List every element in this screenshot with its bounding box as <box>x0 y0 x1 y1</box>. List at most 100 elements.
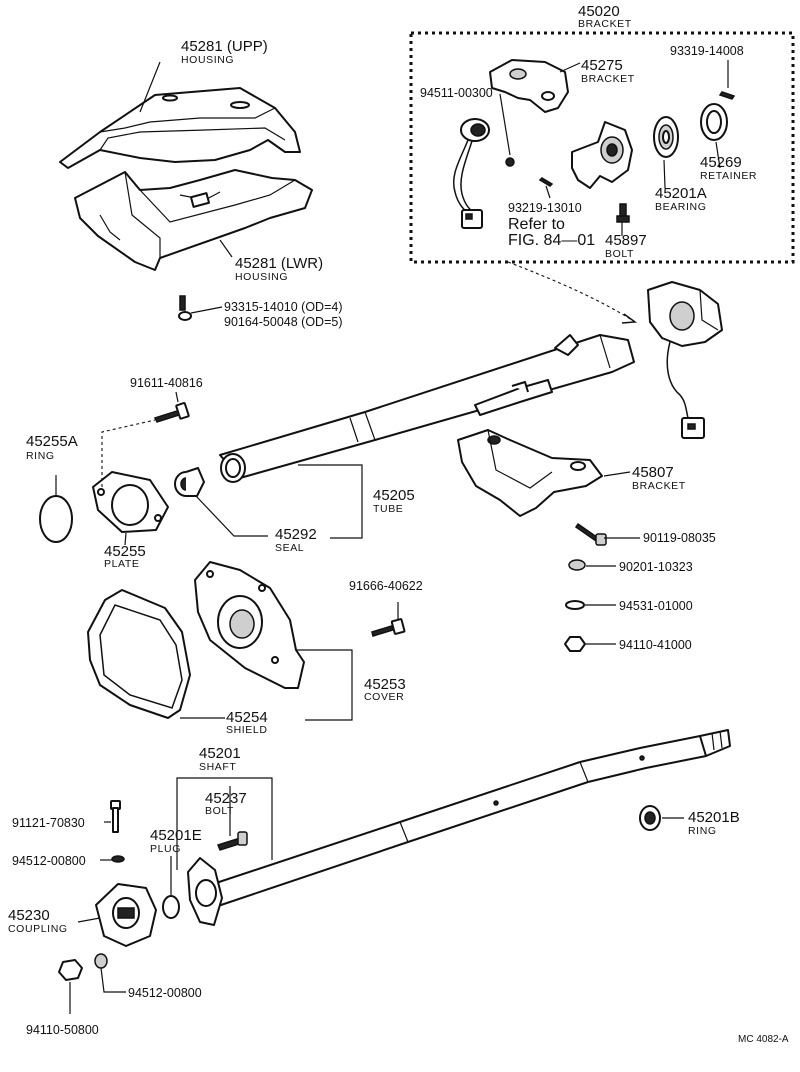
callout-45201e: 45201E PLUG <box>150 827 202 855</box>
svg-text:94110-50800: 94110-50800 <box>26 1023 99 1037</box>
upper-housing-part[interactable] <box>59 87 301 169</box>
svg-text:45201B: 45201B <box>688 809 740 826</box>
svg-text:45897: 45897 <box>605 232 647 249</box>
bolt-91666-part[interactable] <box>371 618 406 637</box>
seal-45292-part[interactable] <box>174 467 205 497</box>
svg-text:94512-00800: 94512-00800 <box>128 986 202 1000</box>
lockwasher-94531-part[interactable] <box>565 600 585 610</box>
screw-93219-part[interactable] <box>538 177 554 187</box>
callout-45281-lwr: 45281 (LWR) HOUSING <box>235 255 323 283</box>
callout-45269: 45269 RETAINER <box>700 154 757 182</box>
svg-text:93315-14010 (OD=4): 93315-14010 (OD=4) <box>224 300 342 314</box>
svg-text:BOLT: BOLT <box>605 248 634 260</box>
housing-screw-part[interactable] <box>178 295 192 321</box>
callout-94110b: 94110-50800 <box>26 1023 99 1037</box>
callout-91611: 91611-40816 <box>130 376 203 390</box>
callout-45255: 45255 PLATE <box>104 543 146 570</box>
svg-text:PLATE: PLATE <box>104 558 139 570</box>
bolt-45897-part[interactable] <box>616 203 630 223</box>
svg-text:PLUG: PLUG <box>150 843 181 855</box>
washer-94512a-part[interactable] <box>111 855 125 863</box>
bolt-90119-part[interactable] <box>574 522 607 546</box>
bolt-91121-part[interactable] <box>110 800 121 833</box>
bearing-45201a-part[interactable] <box>653 116 679 158</box>
svg-text:90164-50048 (OD=5): 90164-50048 (OD=5) <box>224 315 342 329</box>
steering-shaft-part[interactable] <box>209 729 731 907</box>
small-nut-94511-part[interactable] <box>505 157 515 167</box>
bracket-45807-part[interactable] <box>457 429 603 517</box>
svg-text:94511-00300: 94511-00300 <box>420 86 493 100</box>
svg-text:RING: RING <box>688 825 717 837</box>
callout-45255a: 45255A RING <box>26 433 78 462</box>
callout-94512b: 94512-00800 <box>128 986 202 1000</box>
svg-text:45281 (LWR): 45281 (LWR) <box>235 255 323 272</box>
svg-text:45807: 45807 <box>632 464 674 481</box>
plug-45201e-part[interactable] <box>162 895 180 919</box>
lower-housing-part[interactable] <box>74 169 313 271</box>
housing-45201-part[interactable] <box>571 121 633 189</box>
ring-45201b-part[interactable] <box>639 805 661 831</box>
svg-text:94512-00800: 94512-00800 <box>12 854 86 868</box>
svg-text:45237: 45237 <box>205 790 247 807</box>
callout-45253: 45253 COVER <box>364 676 406 703</box>
callout-91666: 91666-40622 <box>349 579 423 593</box>
svg-text:BOLT: BOLT <box>205 805 234 817</box>
callout-45807: 45807 BRACKET <box>632 464 685 492</box>
svg-text:BEARING: BEARING <box>655 201 706 213</box>
svg-text:45201A: 45201A <box>655 185 707 202</box>
callout-45254: 45254 SHIELD <box>226 709 268 736</box>
flange-part[interactable] <box>187 857 223 926</box>
callout-45020: 45020 BRACKET <box>578 3 631 30</box>
callout-93219: 93219-13010 <box>508 201 582 215</box>
svg-text:RETAINER: RETAINER <box>700 170 757 182</box>
callout-45237: 45237 BOLT <box>205 790 247 817</box>
nut-94110b-part[interactable] <box>58 959 83 981</box>
column-tube-part[interactable] <box>219 334 635 483</box>
shield-45254-part[interactable] <box>87 589 191 719</box>
svg-text:45281 (UPP): 45281 (UPP) <box>181 38 268 55</box>
bracket-45275-part[interactable] <box>489 59 569 113</box>
svg-text:FIG. 84—01: FIG. 84—01 <box>508 232 595 249</box>
callout-94512a: 94512-00800 <box>12 854 86 868</box>
svg-text:Refer to: Refer to <box>508 216 565 233</box>
svg-text:45254: 45254 <box>226 709 268 726</box>
callout-93315: 93315-14010 (OD=4) 90164-50048 (OD=5) <box>224 300 342 329</box>
callout-94511: 94511-00300 <box>420 86 493 100</box>
svg-text:91121-70830: 91121-70830 <box>12 816 85 830</box>
retainer-45269-part[interactable] <box>700 103 728 141</box>
switch-sensor-part[interactable] <box>453 118 490 229</box>
svg-text:COUPLING: COUPLING <box>8 923 68 935</box>
washer-94512b-part[interactable] <box>94 953 108 969</box>
svg-text:HOUSING: HOUSING <box>235 271 288 283</box>
bolt-91611-part[interactable] <box>153 402 190 423</box>
svg-text:BRACKET: BRACKET <box>581 73 635 85</box>
callout-45281-upp: 45281 (UPP) HOUSING <box>181 38 268 66</box>
plate-45255-part[interactable] <box>92 471 169 533</box>
callout-45230: 45230 COUPLING <box>8 907 68 935</box>
callout-refer: Refer to FIG. 84—01 <box>508 216 595 249</box>
svg-text:45230: 45230 <box>8 907 50 924</box>
callout-93319: 93319-14008 <box>670 44 744 58</box>
svg-text:93219-13010: 93219-13010 <box>508 201 582 215</box>
leader-lines <box>55 60 729 1014</box>
nut-94110-part[interactable] <box>564 636 586 652</box>
coupling-45230-part[interactable] <box>95 883 157 947</box>
svg-text:45201: 45201 <box>199 745 241 762</box>
installed-bracket-part[interactable] <box>647 281 723 439</box>
svg-text:RING: RING <box>26 450 55 462</box>
svg-text:91611-40816: 91611-40816 <box>130 376 203 390</box>
callout-45201b: 45201B RING <box>688 809 740 837</box>
svg-text:45255A: 45255A <box>26 433 78 450</box>
bracket-assembly-box <box>409 31 795 264</box>
cover-45253-part[interactable] <box>194 561 305 689</box>
bolt-45237-part[interactable] <box>217 831 248 851</box>
screw-93319-part[interactable] <box>718 91 736 100</box>
ring-45255a-part[interactable] <box>39 495 73 543</box>
washer-90201-part[interactable] <box>568 559 586 571</box>
svg-text:45269: 45269 <box>700 154 742 171</box>
callout-90201: 90201-10323 <box>619 560 693 574</box>
svg-text:45205: 45205 <box>373 487 415 504</box>
svg-text:45275: 45275 <box>581 57 623 74</box>
svg-text:94531-01000: 94531-01000 <box>619 599 693 613</box>
